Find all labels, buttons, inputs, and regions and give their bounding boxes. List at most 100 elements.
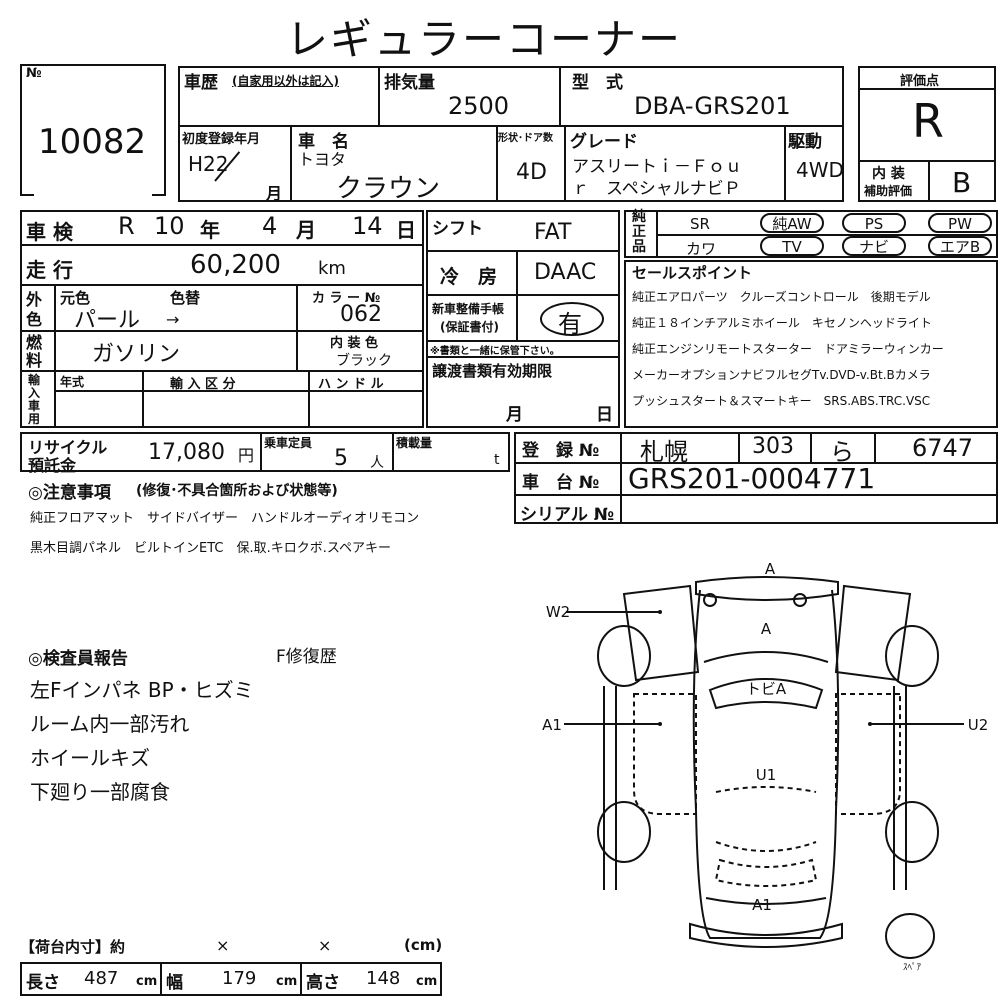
import-category-label: 輸 入 区 分 bbox=[170, 377, 236, 392]
notes-label: ◎注意事項 bbox=[28, 483, 111, 503]
shift-grid bbox=[426, 210, 620, 428]
genuine-ps: PS bbox=[842, 213, 906, 233]
inspector-line-4: 下廻り一部腐食 bbox=[30, 780, 170, 804]
car-name-label: 車 名 bbox=[298, 132, 349, 152]
capacity-unit: 人 bbox=[370, 455, 384, 471]
capacity-label: 乗車定員 bbox=[264, 436, 313, 450]
chassis-label: 車 台 № bbox=[522, 473, 600, 493]
registration-label: 登 録 № bbox=[522, 441, 600, 461]
first-reg-month: 月 bbox=[266, 184, 283, 203]
selling-point-2: 純正１８インチアルミホイール キセノンヘッドライト bbox=[632, 316, 932, 330]
model-value: DBA-GRS201 bbox=[634, 92, 791, 120]
notes-line-1: 純正フロアマット サイドバイザー ハンドルオーディオリモコン bbox=[30, 511, 420, 526]
lot-label: № bbox=[26, 66, 42, 81]
lot-box: № 10082 bbox=[20, 64, 166, 196]
load-unit: t bbox=[494, 452, 500, 468]
diagram-label-roof: トビA bbox=[746, 680, 787, 698]
mileage-unit: km bbox=[318, 258, 346, 279]
diagram-label-front-bumper: A bbox=[765, 560, 776, 578]
interior-label-1: 内 装 bbox=[872, 166, 905, 182]
selling-point-4: メーカーオプションナビフルセグTv.DVD-v.Bt.Bカメラ bbox=[632, 368, 931, 382]
interior-color: ブラック bbox=[336, 353, 392, 369]
genuine-pw: PW bbox=[928, 213, 992, 233]
genuine-sr: SR bbox=[690, 215, 710, 233]
diagram-label-floor: U1 bbox=[756, 766, 777, 784]
exterior-change-label: 色替 bbox=[170, 289, 201, 307]
recycle-label-2: 預託金 bbox=[28, 456, 77, 475]
exterior-label: 外色 bbox=[26, 290, 43, 329]
score-box bbox=[858, 66, 996, 202]
inspector-line-2: ルーム内一部汚れ bbox=[30, 712, 190, 736]
notes-line-2: 黒木目調パネル ビルトインETC 保.取.キロクボ.スペアキー bbox=[30, 541, 391, 556]
fuel-value: ガソリン bbox=[92, 342, 181, 367]
cargo-width: 179 bbox=[222, 968, 257, 989]
capacity-value: 5 bbox=[334, 446, 348, 471]
page-title: レギュラーコーナー bbox=[286, 15, 683, 64]
cargo-x2: × bbox=[318, 936, 332, 955]
lot-number: 10082 bbox=[38, 122, 147, 162]
cargo-length-cm: cm bbox=[136, 974, 158, 989]
inspection-day: 14 bbox=[352, 212, 383, 240]
grade-line2: ｒ スペシャルナビＰ bbox=[572, 179, 741, 199]
warranty-label-1: 新車整備手帳 bbox=[432, 302, 505, 316]
inspection-day-label: 日 bbox=[396, 218, 416, 242]
warranty-label-2: (保証書付) bbox=[440, 320, 499, 334]
diagram-label-hood: A bbox=[761, 620, 772, 638]
genuine-label: 純正品 bbox=[632, 209, 646, 255]
mileage-value: 60,200 bbox=[190, 250, 281, 280]
selling-points-box bbox=[624, 260, 998, 428]
drive-label: 駆動 bbox=[788, 132, 822, 152]
registration-region: 札幌 bbox=[640, 438, 688, 466]
shift-value: FAT bbox=[534, 220, 572, 245]
recycle-value: 17,080 bbox=[148, 440, 225, 465]
car-name: クラウン bbox=[336, 174, 441, 204]
import-handle-label: ハ ン ド ル bbox=[318, 377, 384, 392]
inspector-line-3: ホイールキズ bbox=[30, 746, 150, 770]
serial-label: シリアル № bbox=[520, 505, 615, 525]
genuine-leather: カワ bbox=[686, 240, 717, 258]
cargo-grid bbox=[20, 962, 442, 996]
import-label: 輸入車用 bbox=[28, 373, 41, 426]
cargo-length-label: 長さ bbox=[26, 973, 60, 993]
fuel-label: 燃料 bbox=[26, 333, 43, 370]
cargo-width-cm: cm bbox=[276, 974, 298, 989]
inspector-line-1: 左Fインパネ BP・ヒズミ bbox=[30, 678, 254, 702]
cargo-unit-label: (cm) bbox=[404, 936, 443, 954]
inspector-label: ◎検査員報告 bbox=[28, 649, 128, 669]
registration-class: 303 bbox=[752, 434, 794, 459]
genuine-navi: ナビ bbox=[842, 236, 906, 256]
notes-sub: (修復･不具合箇所および状態等) bbox=[136, 483, 338, 499]
exterior-orig-label: 元色 bbox=[60, 289, 91, 307]
drive-value: 4WD bbox=[796, 158, 844, 182]
registration-kana: ら bbox=[830, 438, 854, 466]
cargo-height: 148 bbox=[366, 968, 401, 989]
cargo-length: 487 bbox=[84, 968, 119, 989]
transfer-month: 月 bbox=[506, 405, 523, 425]
inspection-year-label: 年 bbox=[200, 218, 220, 242]
selling-points-label: セールスポイント bbox=[632, 264, 753, 282]
inspection-era: R bbox=[118, 212, 135, 240]
score-value: R bbox=[912, 94, 944, 148]
cargo-height-cm: cm bbox=[416, 974, 438, 989]
transfer-label: 譲渡書類有効期限 bbox=[432, 362, 553, 380]
displacement-value: 2500 bbox=[448, 92, 510, 120]
mileage-label: 走 行 bbox=[26, 258, 73, 282]
selling-point-5: プッシュスタート＆スマートキー SRS.ABS.TRC.VSC bbox=[632, 394, 931, 408]
aircon-value: DAAC bbox=[534, 260, 597, 285]
registration-grid bbox=[514, 432, 998, 524]
exterior-color: パール bbox=[74, 308, 141, 333]
selling-point-3: 純正エンジンリモートスターター ドアミラーウィンカー bbox=[632, 342, 944, 356]
diagram-label-spare: ｽﾍﾟｱ bbox=[903, 962, 922, 973]
cargo-x1: × bbox=[216, 936, 230, 955]
body-label: 形状･ドア数 bbox=[498, 133, 553, 144]
interior-color-label: 内 装 色 bbox=[330, 336, 379, 351]
diagram-label-a1-left: A1 bbox=[542, 716, 562, 734]
recycle-label-1: リサイクル bbox=[28, 438, 108, 457]
color-no-label: カ ラ ー № bbox=[312, 291, 381, 306]
grade-line1: アスリートｉ－Ｆｏｕ bbox=[572, 157, 742, 177]
car-diagram: A A トビA U1 A1 W2 A1 U2 ｽﾍﾟｱ bbox=[542, 560, 988, 973]
warranty-note: ※書類と一緒に保管下さい。 bbox=[430, 346, 560, 357]
history-note: (自家用以外は記入) bbox=[232, 74, 339, 88]
inspection-year: 10 bbox=[154, 212, 185, 240]
cargo-label: 【荷台内寸】約 bbox=[20, 938, 126, 956]
